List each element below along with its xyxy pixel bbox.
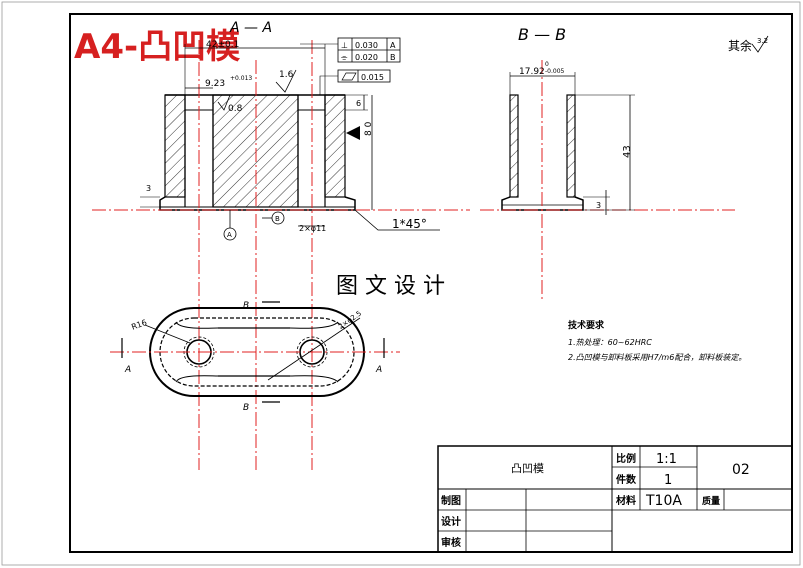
title-block: 凸凹模 比例 1:1 件数 1 02 材料 T10A 质量 制图 设计 审核 (437, 445, 793, 553)
qty-value: 1 (664, 473, 672, 488)
dim-chamfer: 1*45° (392, 217, 427, 231)
right-wall-hatch (324, 94, 346, 198)
dim-base-thickness: 3 (146, 184, 151, 193)
roughness-other-label: 其余 (728, 38, 752, 53)
cut-b-bottom: B (243, 403, 249, 413)
notes-title: 技术要求 (568, 319, 605, 331)
dim-radius-left: R16 (130, 318, 148, 332)
dim-height-right: 8 0 (364, 121, 374, 136)
bb-base-dim: 3 (596, 201, 601, 210)
technical-notes: 技术要求 1.热处理：60~62HRC 2.凸凹模与卸料板采用H7/m6配合，卸… (568, 319, 746, 362)
main-section-view: A — A 42±0.1 9.23 +0.013 0.8 1 (92, 20, 470, 470)
draw-label: 制图 (441, 494, 461, 507)
svg-text:⊥: ⊥ (341, 41, 348, 50)
roughness-top: 1.6 (279, 70, 294, 80)
cut-b-top: B (243, 301, 249, 311)
flatness-value: 0.015 (361, 73, 384, 82)
dim-step-height: 6 (356, 99, 361, 108)
weight-label: 质量 (702, 495, 720, 507)
bb-height-dim: 43 (622, 145, 633, 158)
main-view-title: A — A (229, 20, 272, 36)
top-view: R16 2×φ2.5 A A B B (110, 301, 400, 413)
watermark-text: 图 文 设 计 (336, 274, 445, 299)
cut-a-left: A (124, 365, 131, 375)
datum-a-label: A (227, 231, 232, 239)
tol-row2-value: 0.020 (355, 53, 378, 62)
notes-line-2: 2.凸凹模与卸料板采用H7/m6配合，卸料板装定。 (568, 353, 746, 362)
drawing-number: 02 (732, 462, 750, 478)
notes-line-1: 1.热处理：60~62HRC (568, 338, 652, 347)
bb-right-wall (566, 94, 576, 198)
bb-left-wall (509, 94, 519, 198)
tolerance-frame: ⊥ ⌯ 0.030 A 0.020 B (300, 37, 401, 63)
dim-fillet: 2×φ11 (299, 224, 326, 233)
datum-b-label: B (275, 215, 280, 223)
material-value: T10A (645, 493, 682, 509)
bb-width-tol-upper: 0 (545, 61, 549, 68)
design-label: 设计 (441, 515, 461, 528)
bb-width-dim: 17.92 (519, 67, 545, 77)
dim-top-width: 42±0.1 (206, 40, 239, 50)
scale-label: 比例 (616, 452, 636, 465)
dim-hole-dia: 9.23 (205, 79, 225, 89)
bb-width-tol-lower: -0.005 (545, 68, 565, 75)
cut-a-right: A (375, 365, 382, 375)
part-name: 凸凹模 (511, 462, 544, 475)
check-label: 审核 (441, 536, 461, 549)
sheet-stamp: A4-凸凹模 (74, 27, 240, 67)
material-label: 材料 (616, 494, 636, 507)
roughness-other-value: 3.2 (757, 37, 768, 45)
sheet-frame (69, 13, 793, 553)
tol-row1-value: 0.030 (355, 41, 378, 50)
left-wall-hatch (164, 94, 186, 198)
tol-row2-datum: B (390, 53, 396, 62)
scale-value: 1:1 (656, 452, 677, 467)
tol-row1-datum: A (390, 41, 396, 50)
roughness-other: 其余 3.2 (728, 35, 769, 53)
roughness-hole: 0.8 (228, 104, 243, 114)
side-section-view: B — B 17.92 0 -0.005 43 3 (480, 25, 735, 300)
qty-label: 件数 (616, 473, 637, 486)
flatness-frame: 0.015 (319, 69, 391, 95)
svg-text:⌯: ⌯ (341, 53, 348, 62)
dim-hole-tol: +0.013 (230, 75, 252, 82)
side-view-title: B — B (518, 25, 566, 44)
